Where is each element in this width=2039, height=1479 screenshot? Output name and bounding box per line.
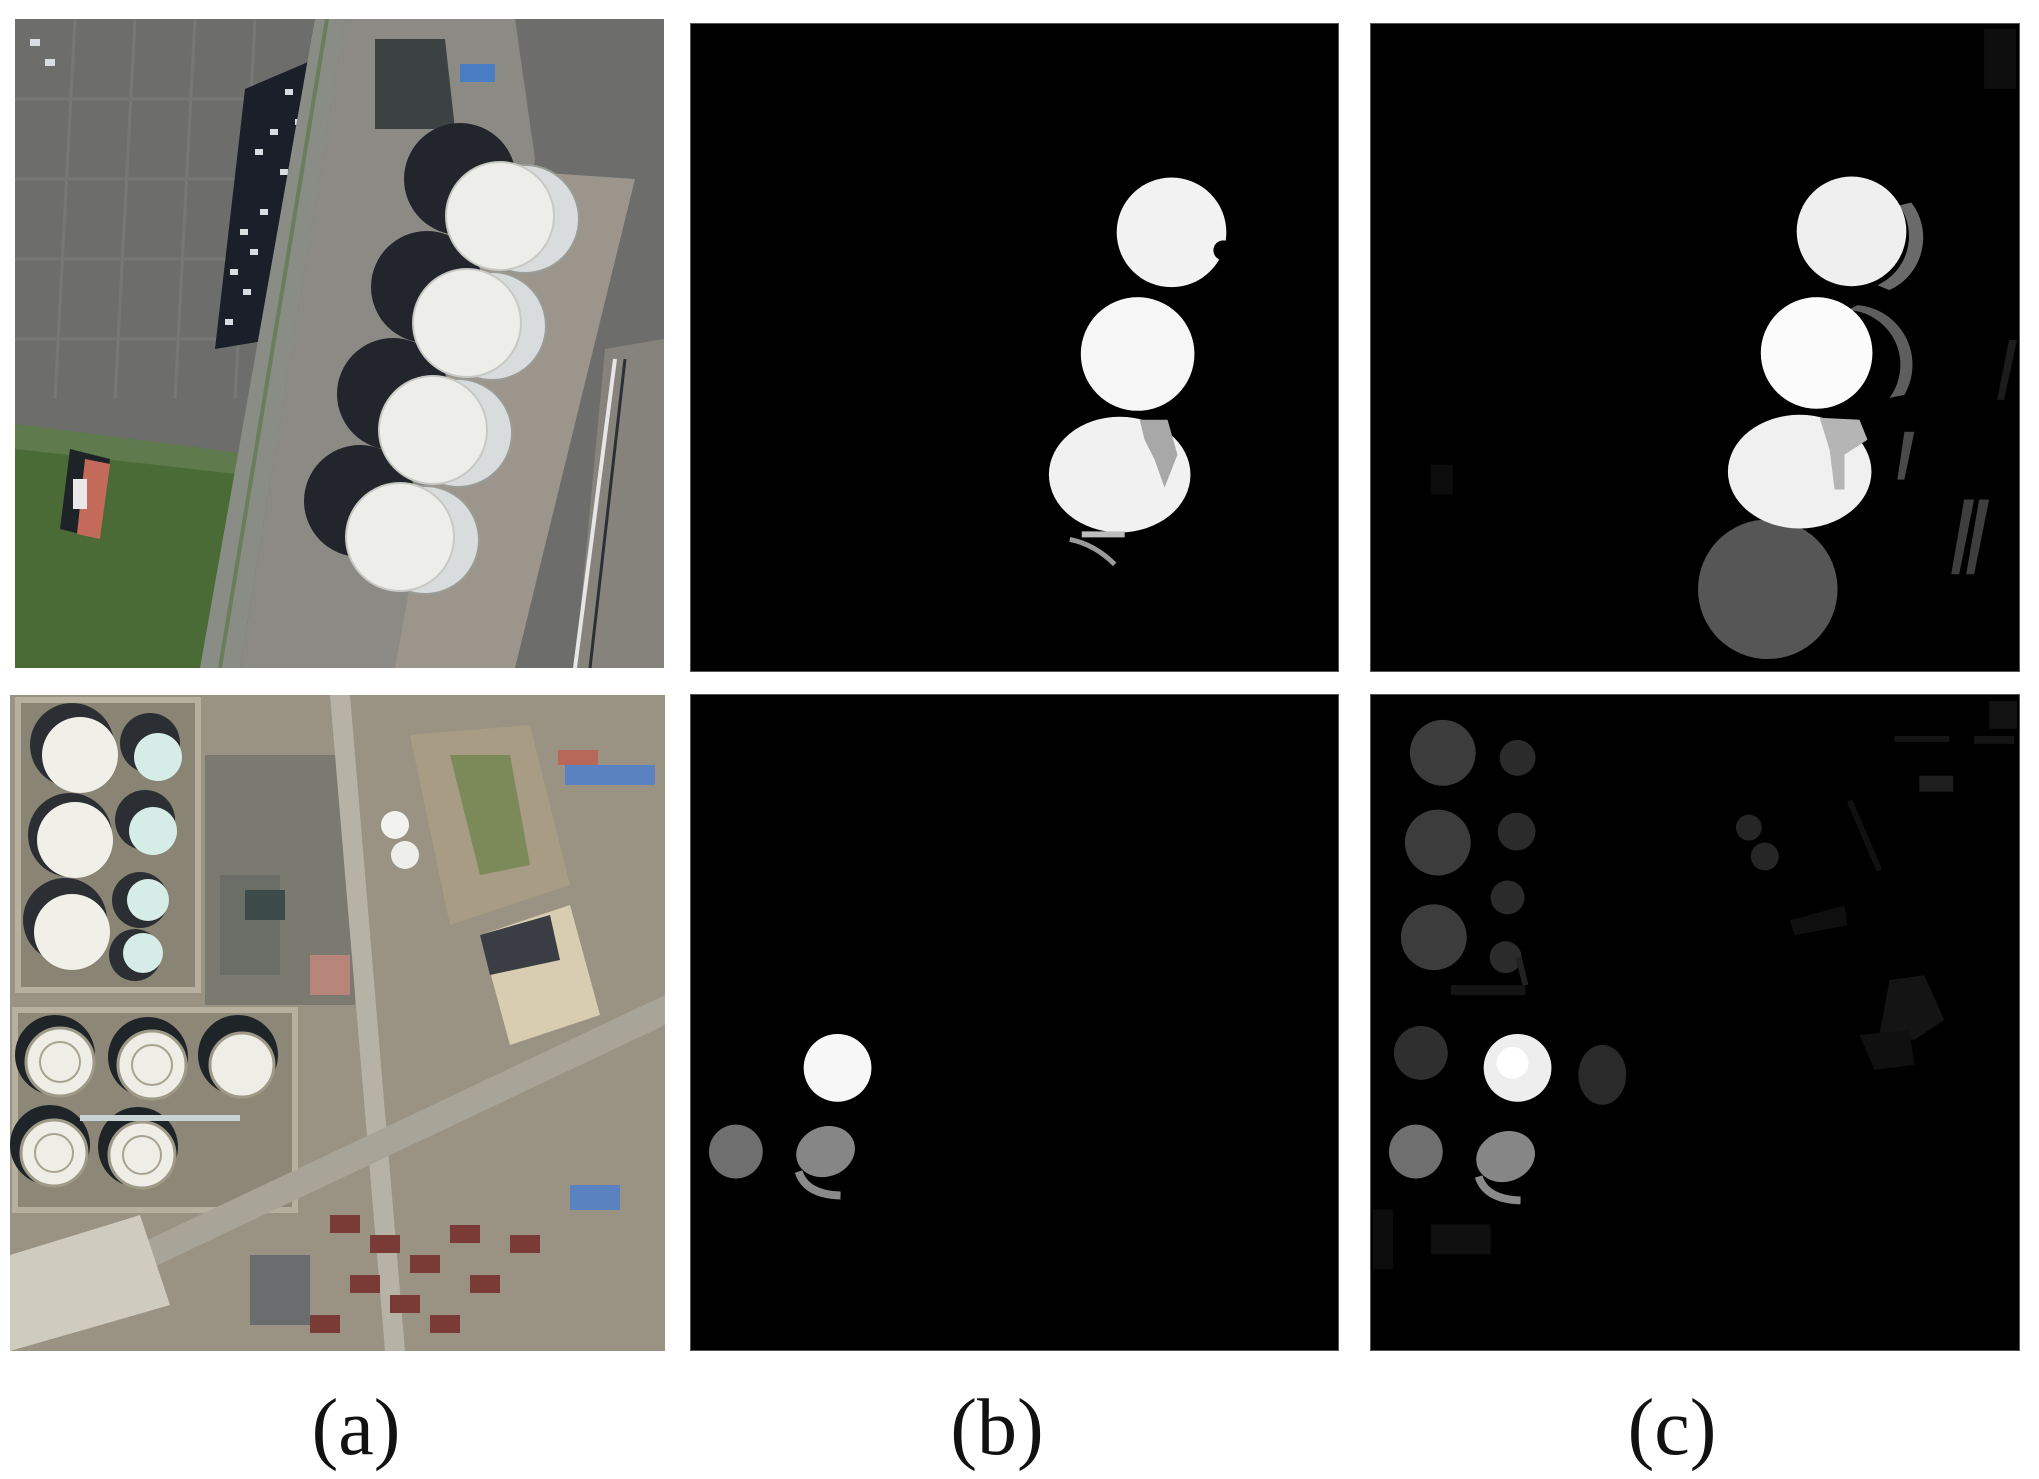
column-label-a: (a) bbox=[311, 1384, 401, 1472]
panel-a-row2-satellite-image bbox=[10, 695, 665, 1351]
satellite-image-oil-tanks-parking bbox=[15, 19, 664, 668]
predicted-mask-tanks bbox=[1371, 24, 2019, 671]
ground-truth-mask-tanks bbox=[691, 24, 1338, 671]
panel-c-row1-predicted-mask bbox=[1370, 23, 2020, 672]
panel-a-row1-satellite-image bbox=[15, 19, 664, 668]
satellite-image-refinery bbox=[10, 695, 665, 1351]
column-label-c: (c) bbox=[1627, 1384, 1717, 1472]
ground-truth-mask-refinery bbox=[691, 695, 1338, 1350]
panel-c-row2-predicted-mask bbox=[1370, 694, 2020, 1351]
column-label-b: (b) bbox=[950, 1384, 1044, 1472]
panel-b-row1-ground-truth-mask bbox=[690, 23, 1339, 672]
panel-b-row2-ground-truth-mask bbox=[690, 694, 1339, 1351]
predicted-mask-refinery bbox=[1371, 695, 2019, 1350]
